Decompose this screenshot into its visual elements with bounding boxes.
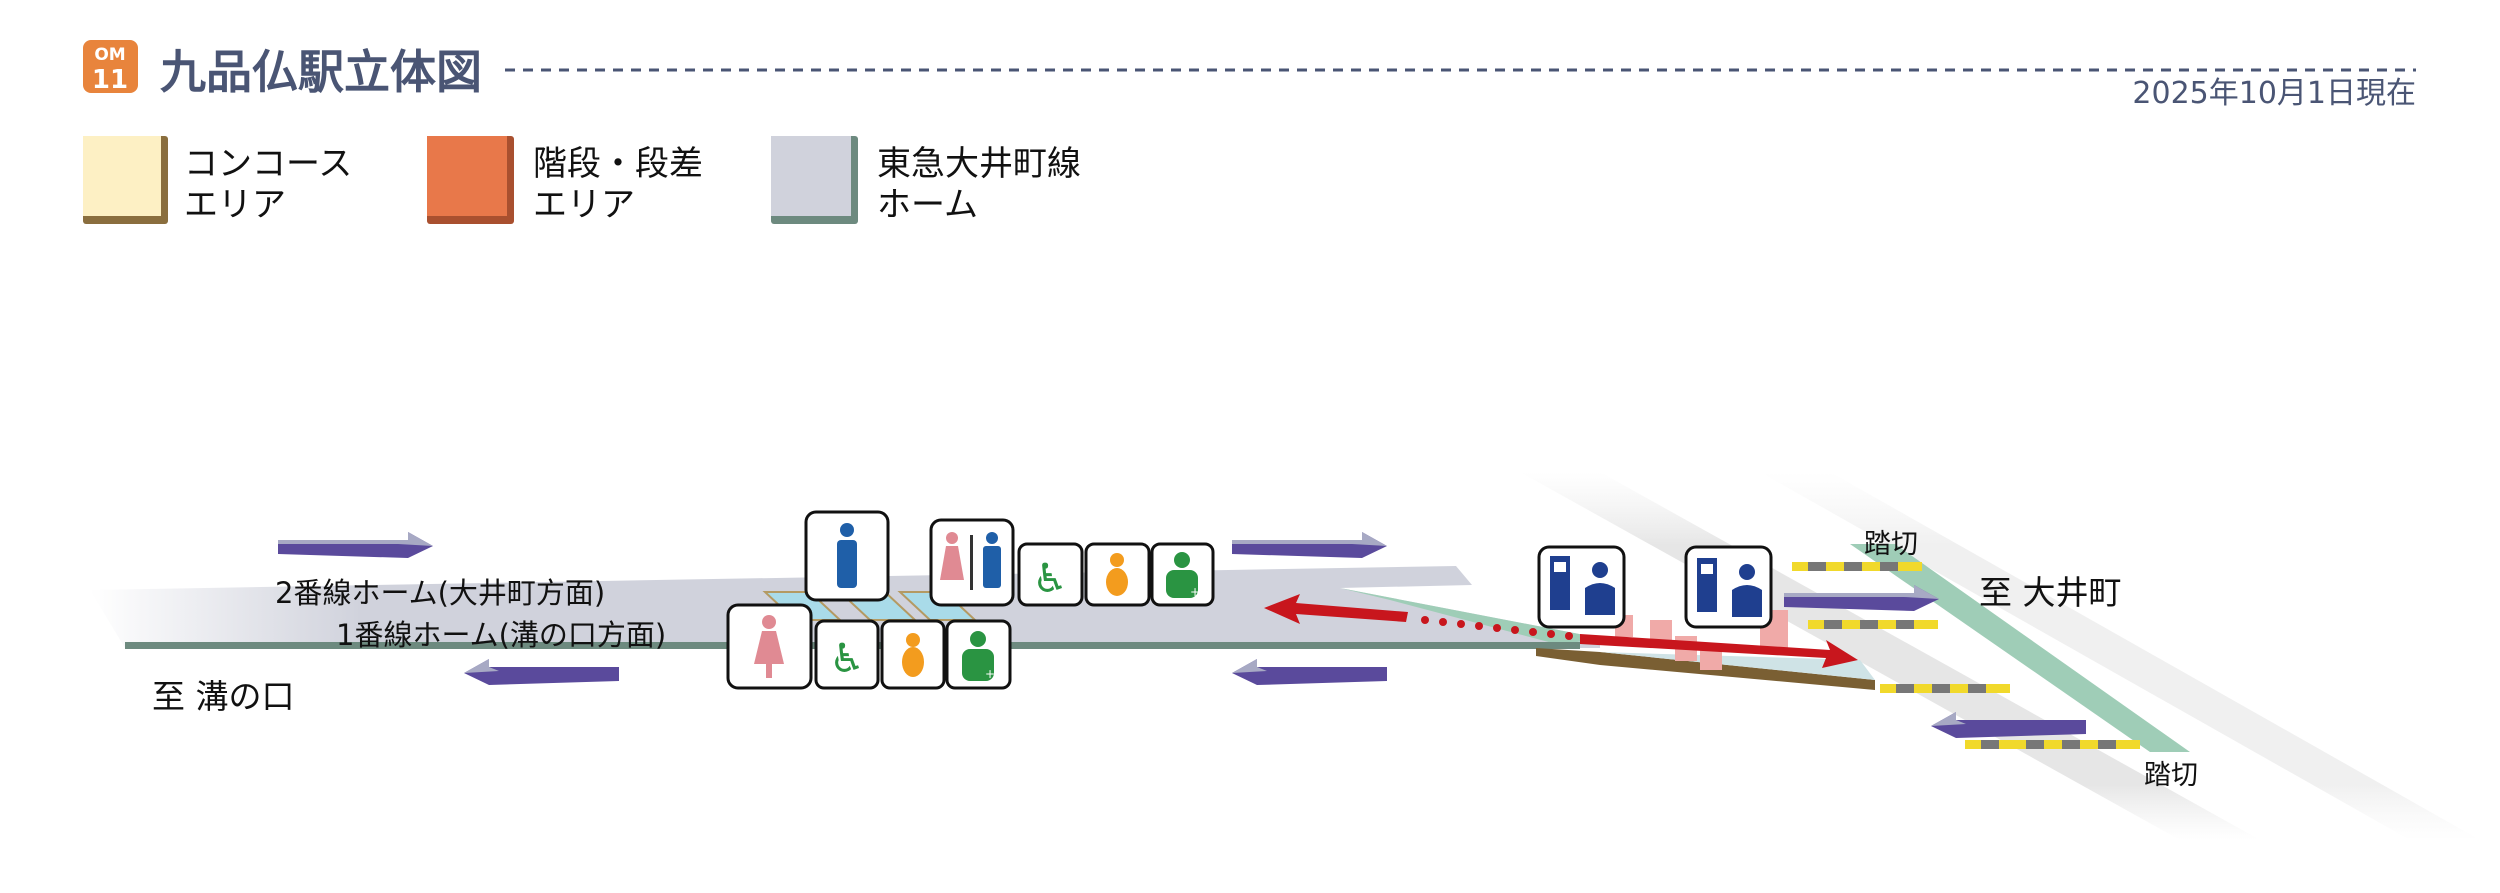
legend-label: コンコース bbox=[184, 144, 352, 184]
toilet-icon[interactable] bbox=[929, 518, 1015, 607]
level-crossing-label: 踏切 bbox=[2144, 760, 2198, 791]
svg-text:+: + bbox=[985, 667, 995, 681]
route-arrow-left bbox=[1264, 594, 1408, 624]
crossing-barrier bbox=[1792, 562, 1922, 571]
legend-label: 階段・段差 bbox=[533, 144, 703, 184]
train-direction-arrow-left bbox=[1232, 659, 1387, 685]
ticket-machine-icon[interactable] bbox=[1537, 545, 1626, 629]
platform bbox=[90, 566, 1600, 648]
svg-text:+: + bbox=[1190, 585, 1200, 599]
direction-mizonokuchi: 至 溝の口 bbox=[152, 677, 295, 716]
station-number-badge: OM 11 bbox=[83, 40, 138, 95]
legend-label: エリア bbox=[184, 185, 286, 225]
ostomate-icon[interactable]: + bbox=[1150, 542, 1215, 607]
womens-toilet-icon[interactable] bbox=[726, 603, 813, 690]
legend-concourse: コンコース エリア bbox=[83, 136, 352, 225]
crossing-barrier bbox=[1880, 684, 2010, 693]
crossing-barrier bbox=[1808, 620, 1938, 629]
baby-care-icon[interactable] bbox=[880, 619, 946, 690]
crossing-barrier bbox=[2010, 740, 2140, 749]
badge-line-code: OM bbox=[94, 45, 125, 65]
platform-2-label: 2番線ホーム(大井町方面) bbox=[275, 576, 605, 610]
route-arrow-right bbox=[1580, 634, 1858, 668]
svg-text:♿: ♿ bbox=[829, 636, 865, 682]
legend-label: 東急大井町線 bbox=[877, 144, 1081, 184]
platform-1-label: 1番線ホーム(溝の口方面) bbox=[336, 618, 666, 652]
stairs-blocks bbox=[1615, 610, 1788, 670]
ostomate-icon[interactable]: + bbox=[945, 619, 1012, 690]
route-dots bbox=[1421, 616, 1573, 640]
track-band bbox=[1760, 472, 2480, 840]
level-crossing-label: 踏切 bbox=[1864, 529, 1918, 560]
legend-stairs: 階段・段差 エリア bbox=[427, 136, 703, 225]
concourse-area bbox=[1600, 652, 1875, 680]
ticket-office-icon[interactable] bbox=[1684, 545, 1773, 629]
baby-care-icon[interactable] bbox=[1084, 542, 1151, 607]
level-crossing-path bbox=[1850, 544, 2190, 752]
train-direction-arrow-right bbox=[1232, 532, 1387, 558]
legend-platform: 東急大井町線 ホーム bbox=[771, 136, 1081, 225]
page-title: 九品仏駅立体図 bbox=[160, 45, 482, 99]
direction-oimachi: 至 大井町 bbox=[1979, 573, 2122, 612]
legend-label: ホーム bbox=[877, 185, 978, 225]
mens-toilet-icon[interactable] bbox=[804, 510, 890, 602]
train-direction-arrow-right bbox=[278, 532, 433, 558]
badge-station-number: 11 bbox=[92, 65, 128, 95]
train-direction-arrow-left bbox=[464, 659, 619, 685]
svg-text:♿: ♿ bbox=[1032, 556, 1068, 602]
legend-label: エリア bbox=[533, 185, 635, 225]
as-of-date: 2025年10月1日現在 bbox=[2132, 76, 2416, 111]
wheelchair-toilet-icon[interactable]: ♿ bbox=[1017, 542, 1084, 607]
wheelchair-toilet-icon[interactable]: ♿ bbox=[814, 619, 880, 690]
